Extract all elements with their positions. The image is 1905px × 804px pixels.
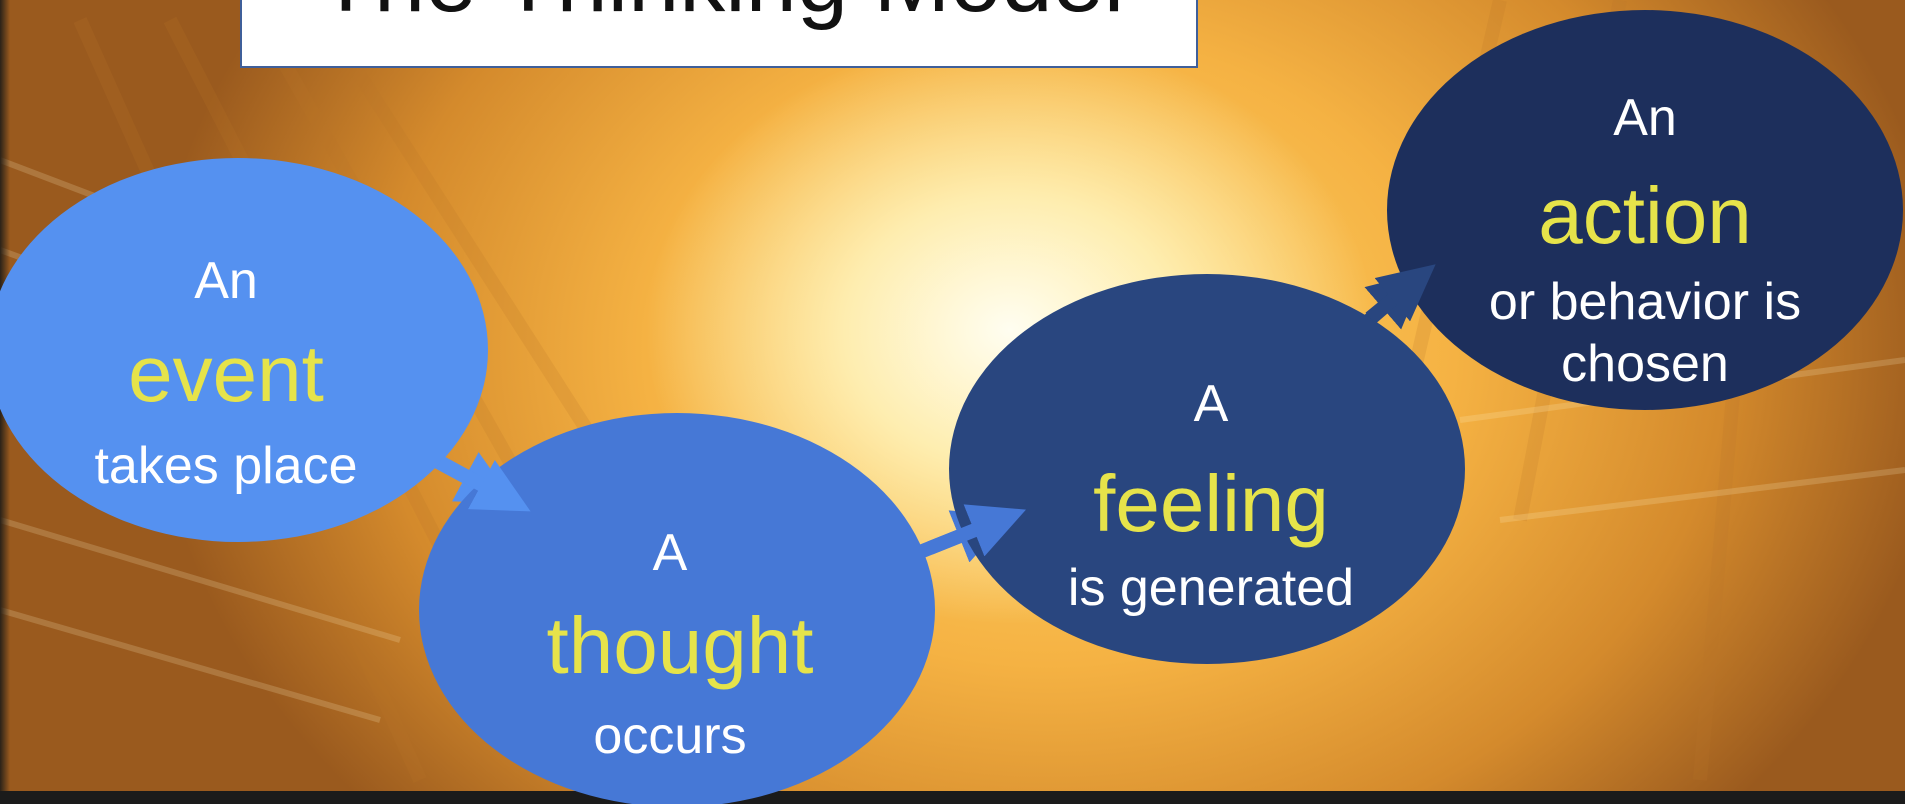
feeling-line3: is generated (1067, 559, 1355, 617)
thought-bubble (419, 413, 935, 804)
arrow-event-to-thought-tip (436, 455, 531, 512)
event-line1: An (194, 252, 258, 310)
event-keyword: event (128, 329, 324, 418)
event-bubble (0, 158, 488, 542)
action-line3: or behavior is (1488, 273, 1802, 331)
action-line4: chosen (1561, 335, 1729, 393)
feeling-keyword: feeling (1093, 459, 1329, 548)
feeling-line1: A (1193, 375, 1229, 433)
frame-bottom-edge (0, 791, 1905, 804)
action-bubble (1387, 10, 1903, 410)
thought-keyword: thought (546, 601, 814, 690)
feeling-bubble (949, 274, 1465, 664)
thought-line1: A (652, 524, 688, 582)
page-title: The Thinking Model (242, 0, 1196, 26)
thought-line3: occurs (593, 707, 747, 765)
action-keyword: action (1538, 171, 1752, 260)
arrow-feeling-to-action-tip (1365, 264, 1436, 324)
arrow-thought-to-feeling-tip (927, 504, 1026, 557)
action-line1: An (1613, 89, 1677, 147)
title-box: The Thinking Model (240, 0, 1198, 68)
event-line3: takes place (94, 437, 358, 495)
